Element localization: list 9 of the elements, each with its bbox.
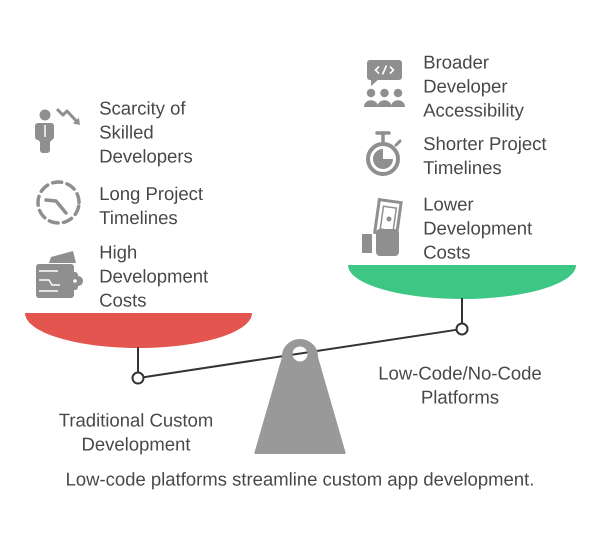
- side-label: Traditional Custom Development: [59, 413, 212, 454]
- item-label: Long Project Timelines: [100, 186, 203, 224]
- item-label: Broader Developer Accessibility: [423, 55, 524, 120]
- item-label: Shorter Project Timelines: [424, 136, 546, 174]
- item-label: Scarcity of Skilled Developers: [100, 101, 192, 166]
- caption: Low-code platforms streamline custom app development.: [67, 472, 533, 490]
- item-label: High Development Costs: [100, 245, 208, 307]
- side-label: Low-Code/No-Code Platforms: [380, 366, 541, 404]
- item-label: Lower Development Costs: [424, 198, 532, 259]
